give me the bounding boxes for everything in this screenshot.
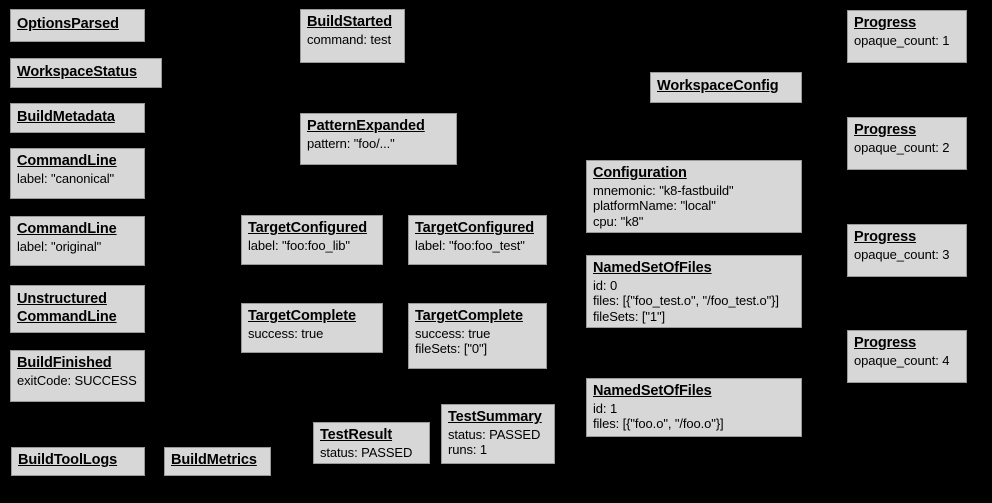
graph-node-title: Unstructured CommandLine [17,291,117,325]
graph-node-fields: mnemonic: "k8-fastbuild"platformName: "l… [593,183,795,229]
graph-node-fields: pattern: "foo/..." [307,136,450,151]
graph-node-title: WorkspaceStatus [17,63,137,80]
graph-node-field: success: true [415,326,491,342]
graph-node-title: NamedSetOfFiles [593,260,712,276]
graph-node-field: exitCode: SUCCESS [17,373,137,389]
graph-node-workspace-config[interactable]: WorkspaceConfig [650,72,802,103]
graph-node-field: label: "foo:foo_lib" [248,238,350,254]
graph-node-build-started[interactable]: BuildStarted command: test [300,9,405,63]
graph-node-field: opaque_count: 3 [854,247,950,263]
graph-node-title: TestResult [320,427,393,443]
graph-node-title: BuildMetadata [17,108,115,125]
graph-node-field: label: "original" [17,239,102,255]
graph-node-title: CommandLine [17,221,117,237]
graph-node-title: BuildStarted [307,14,393,30]
graph-node-field: files: [{"foo_test.o", "/foo_test.o"}] [593,293,779,309]
graph-node-target-configured-foo-lib[interactable]: TargetConfigured label: "foo:foo_lib" [241,215,383,265]
graph-node-title: Progress [854,229,917,245]
graph-node-field: runs: 1 [448,442,488,458]
graph-node-field: command: test [307,32,391,48]
graph-node-target-complete-foo-lib[interactable]: TargetComplete success: true [241,303,383,353]
graph-node-field: id: 0 [593,278,618,294]
graph-node-target-configured-foo-test[interactable]: TargetConfigured label: "foo:foo_test" [408,215,547,265]
graph-node-field: opaque_count: 2 [854,140,950,156]
graph-node-fields: command: test [307,32,398,47]
graph-node-unstructured-command-line[interactable]: Unstructured CommandLine [10,285,145,333]
graph-node-pattern-expanded[interactable]: PatternExpanded pattern: "foo/..." [300,113,457,165]
graph-node-field: fileSets: ["0"] [415,341,488,357]
graph-node-title: Progress [854,15,917,31]
graph-node-title: PatternExpanded [307,118,425,134]
graph-node-options-parsed[interactable]: OptionsParsed [10,9,145,42]
graph-node-title: TestSummary [448,409,542,425]
graph-node-title: NamedSetOfFiles [593,383,712,399]
graph-node-configuration[interactable]: Configuration mnemonic: "k8-fastbuild"pla… [586,160,802,233]
graph-node-title: CommandLine [17,153,117,169]
graph-node-fields: success: true [248,326,376,341]
graph-node-build-finished[interactable]: BuildFinished exitCode: SUCCESS [10,350,145,402]
graph-node-fields: opaque_count: 3 [854,247,960,262]
graph-node-title: TargetConfigured [248,220,367,236]
graph-node-build-metrics[interactable]: BuildMetrics [164,447,271,476]
graph-node-title: TargetComplete [248,308,356,324]
graph-node-field: status: PASSED [320,445,413,461]
graph-node-title: TargetComplete [415,308,523,324]
graph-node-title: BuildFinished [17,355,112,371]
graph-node-fields: opaque_count: 1 [854,33,960,48]
graph-node-workspace-status[interactable]: WorkspaceStatus [10,58,162,88]
graph-node-fields: status: PASSED [320,445,423,460]
graph-node-field: fileSets: ["1"] [593,308,666,324]
graph-node-field: mnemonic: "k8-fastbuild" [593,183,734,199]
graph-node-title: OptionsParsed [17,16,119,33]
graph-node-title: WorkspaceConfig [657,78,779,95]
graph-node-progress-2[interactable]: Progress opaque_count: 2 [847,117,967,170]
graph-node-title: BuildMetrics [171,452,257,469]
graph-node-fields: exitCode: SUCCESS [17,373,138,388]
graph-node-fields: label: "canonical" [17,171,138,186]
graph-node-title: Progress [854,335,917,351]
graph-node-title: Progress [854,122,917,138]
graph-node-title: Configuration [593,165,687,181]
graph-node-command-line-canonical[interactable]: CommandLine label: "canonical" [10,148,145,199]
graph-node-field: label: "foo:foo_test" [415,238,525,254]
graph-node-command-line-original[interactable]: CommandLine label: "original" [10,216,145,266]
graph-node-field: label: "canonical" [17,171,115,187]
graph-node-fields: opaque_count: 2 [854,140,960,155]
graph-node-field: status: PASSED [448,427,541,443]
graph-node-title: BuildToolLogs [18,452,118,469]
graph-node-fields: label: "foo:foo_lib" [248,238,376,253]
graph-node-fields: label: "original" [17,239,138,254]
graph-node-progress-4[interactable]: Progress opaque_count: 4 [847,330,967,383]
graph-node-fields: opaque_count: 4 [854,353,960,368]
graph-node-build-tool-logs[interactable]: BuildToolLogs [11,447,145,476]
graph-node-build-metadata[interactable]: BuildMetadata [10,103,145,133]
graph-node-field: platformName: "local" [593,198,716,214]
graph-node-field: success: true [248,326,324,342]
graph-node-fields: label: "foo:foo_test" [415,238,540,253]
graph-node-field: opaque_count: 1 [854,33,950,49]
graph-node-field: id: 1 [593,401,618,417]
graph-node-test-result[interactable]: TestResult status: PASSED [313,422,430,464]
graph-node-field: files: [{"foo.o", "/foo.o"}] [593,416,724,432]
graph-node-field: pattern: "foo/..." [307,136,395,152]
graph-node-field: cpu: "k8" [593,213,644,229]
graph-node-field: opaque_count: 4 [854,353,950,369]
graph-node-progress-3[interactable]: Progress opaque_count: 3 [847,224,967,277]
graph-node-progress-1[interactable]: Progress opaque_count: 1 [847,10,967,63]
graph-node-title: TargetConfigured [415,220,534,236]
